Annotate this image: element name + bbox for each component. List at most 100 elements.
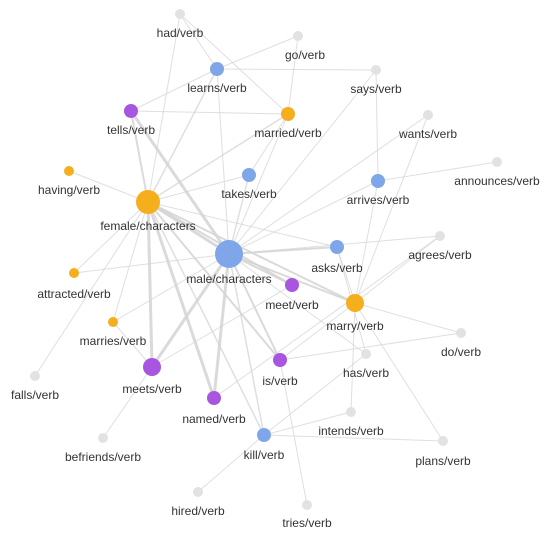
node-label-attracted: attracted/verb (37, 287, 111, 301)
edge-named-agrees (213, 235, 441, 399)
edge-had-learns (179, 13, 218, 70)
edge-female-had (147, 13, 181, 203)
node-label-says: says/verb (350, 82, 402, 96)
node-wants[interactable] (423, 110, 433, 120)
edge-kill-hired (197, 434, 265, 493)
edge-male-learns (216, 68, 230, 255)
edge-tells-married (130, 110, 289, 115)
edge-female-married (147, 113, 289, 203)
edge-female-marries (112, 201, 149, 323)
node-label-has: has/verb (343, 366, 389, 380)
node-announces[interactable] (492, 157, 502, 167)
edge-male-meets (150, 252, 231, 369)
node-kill[interactable] (257, 428, 271, 442)
node-label-falls: falls/verb (11, 388, 59, 402)
node-label-had: had/verb (157, 26, 204, 40)
node-label-asks: asks/verb (311, 261, 363, 275)
node-label-tries: tries/verb (282, 516, 332, 530)
node-label-takes: takes/verb (221, 187, 277, 201)
edge-marry-wants (354, 114, 429, 304)
edge-meets-marries (112, 321, 153, 368)
node-intends[interactable] (346, 407, 356, 417)
edge-kill-has (263, 353, 367, 436)
node-attracted[interactable] (69, 268, 79, 278)
edge-marry-plans (354, 302, 444, 442)
edge-kill-intends (263, 411, 352, 436)
edge-learns-says (216, 68, 377, 71)
edge-marry-arrives (354, 180, 379, 304)
node-tries[interactable] (302, 500, 312, 510)
node-arrives[interactable] (371, 174, 385, 188)
edge-had-married (179, 13, 289, 115)
node-takes[interactable] (242, 168, 256, 182)
node-label-having: having/verb (38, 183, 100, 197)
node-label-arrives: arrives/verb (347, 193, 410, 207)
node-marry[interactable] (346, 294, 364, 312)
node-label-befriends: befriends/verb (65, 450, 141, 464)
node-tells[interactable] (124, 104, 138, 118)
edge-male-wants (228, 114, 429, 255)
edge-female-falls (34, 201, 149, 377)
node-label-meet: meet/verb (265, 298, 319, 312)
node-is[interactable] (273, 353, 287, 367)
edge-male-marries (112, 253, 230, 323)
edge-female-meets (146, 200, 154, 369)
node-label-kill: kill/verb (244, 448, 285, 462)
node-learns[interactable] (210, 62, 224, 76)
node-agrees[interactable] (435, 231, 445, 241)
node-named[interactable] (207, 391, 221, 405)
edge-marry-intends (350, 302, 356, 413)
node-marries[interactable] (108, 317, 118, 327)
edge-is-tries (279, 359, 308, 506)
node-falls[interactable] (30, 371, 40, 381)
node-befriends[interactable] (98, 433, 108, 443)
edge-arrives-says (375, 69, 379, 182)
node-label-wants: wants/verb (398, 127, 457, 141)
node-label-plans: plans/verb (415, 454, 471, 468)
node-female[interactable] (136, 190, 160, 214)
node-label-announces: announces/verb (454, 174, 540, 188)
node-label-intends: intends/verb (318, 424, 384, 438)
node-male[interactable] (215, 240, 243, 268)
node-had[interactable] (175, 9, 185, 19)
edge-meets-befriends (102, 366, 153, 439)
node-plans[interactable] (438, 436, 448, 446)
edge-go-married (287, 35, 299, 115)
edge-learns-go (216, 35, 299, 70)
edge-marry-is (279, 302, 356, 361)
edge-male-attracted (73, 253, 230, 274)
node-label-agrees: agrees/verb (408, 248, 472, 262)
edge-female-named (146, 200, 216, 400)
node-label-learns: learns/verb (187, 81, 247, 95)
edge-arrives-announces (377, 161, 498, 182)
edge-male-has (228, 253, 367, 355)
node-meets[interactable] (143, 358, 161, 376)
edge-female-kill (147, 201, 265, 436)
node-label-is: is/verb (262, 374, 298, 388)
edge-female-having (68, 170, 149, 203)
node-label-go: go/verb (285, 48, 325, 62)
edge-female-attracted (73, 201, 149, 274)
node-married[interactable] (281, 107, 295, 121)
node-do[interactable] (456, 328, 466, 338)
edge-male-says (228, 69, 377, 255)
node-label-do: do/verb (441, 345, 481, 359)
node-asks[interactable] (330, 240, 344, 254)
node-has[interactable] (361, 349, 371, 359)
edge-female-asks (147, 201, 338, 248)
node-label-female: female/characters (100, 219, 195, 233)
edge-marry-agrees (354, 235, 441, 304)
node-meet[interactable] (285, 278, 299, 292)
edge-female-learns (147, 68, 218, 203)
node-hired[interactable] (193, 487, 203, 497)
edge-male-married (228, 113, 289, 255)
node-says[interactable] (371, 65, 381, 75)
node-go[interactable] (293, 31, 303, 41)
node-label-marries: marries/verb (80, 334, 147, 348)
node-label-meets: meets/verb (122, 382, 182, 396)
edge-male-tells (129, 109, 231, 256)
node-having[interactable] (64, 166, 74, 176)
node-label-named: named/verb (182, 412, 246, 426)
edge-layer (34, 13, 498, 506)
